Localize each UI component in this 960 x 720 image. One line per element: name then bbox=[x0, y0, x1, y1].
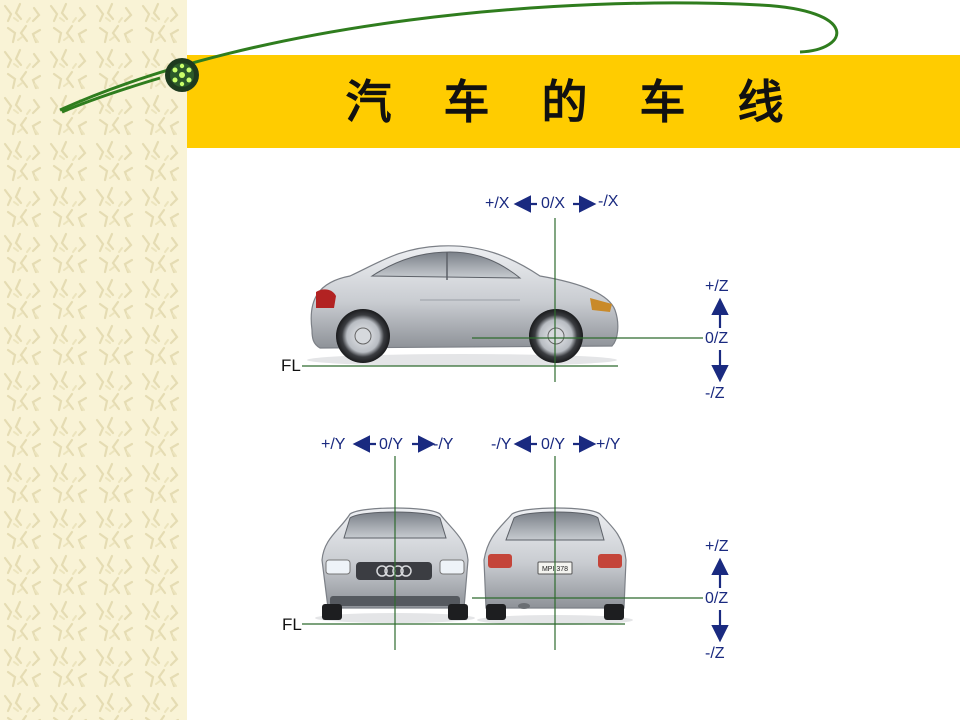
x-zero-label: 0/X bbox=[541, 195, 566, 212]
bottom-z-zero-label: 0/Z bbox=[705, 590, 729, 607]
z-minus-label: -/Z bbox=[705, 385, 725, 402]
side-view-car bbox=[307, 245, 619, 366]
rear-y-zero-label: 0/Y bbox=[541, 436, 566, 453]
front-y-plus-label: +/Y bbox=[321, 436, 346, 453]
floor-line-label: FL bbox=[281, 356, 301, 375]
x-minus-label: -/X bbox=[598, 193, 619, 210]
front-y-zero-label: 0/Y bbox=[379, 436, 404, 453]
bead-icon bbox=[165, 58, 199, 92]
page-title: 汽 车 的 车 线 bbox=[345, 75, 802, 129]
front-y-minus-label: -/Y bbox=[433, 436, 454, 453]
bottom-z-plus-label: +/Z bbox=[705, 538, 729, 555]
z-zero-label: 0/Z bbox=[705, 330, 729, 347]
z-plus-label: +/Z bbox=[705, 278, 729, 295]
bottom-floor-line-label: FL bbox=[282, 615, 302, 634]
bottom-z-minus-label: -/Z bbox=[705, 645, 725, 662]
rear-y-plus-label: +/Y bbox=[596, 436, 621, 453]
decorative-sidebar bbox=[0, 0, 187, 720]
title-band bbox=[187, 55, 960, 148]
rear-y-minus-label: -/Y bbox=[491, 436, 512, 453]
x-plus-label: +/X bbox=[485, 195, 510, 212]
